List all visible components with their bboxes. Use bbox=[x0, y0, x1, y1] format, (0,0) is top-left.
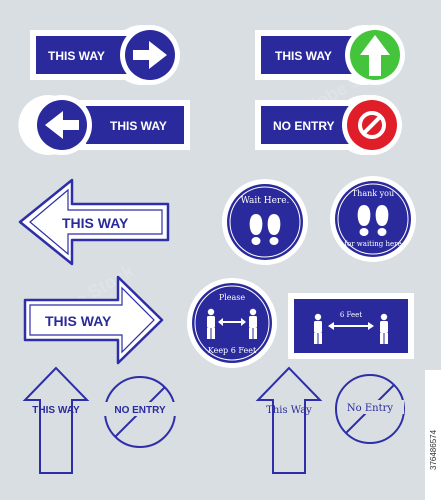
keep-6-feet-label: Keep 6 Feet bbox=[208, 346, 257, 355]
arrow-right-icon bbox=[133, 41, 167, 69]
wait-here-label: Wait Here. bbox=[241, 196, 290, 206]
please-label: Please bbox=[219, 293, 246, 302]
this-way-up-label: THIS WAY bbox=[275, 49, 332, 63]
big-arrow-left-label: THIS WAY bbox=[62, 215, 129, 231]
stock-footer: 376486574 bbox=[425, 370, 441, 500]
no-entry-icon bbox=[358, 111, 386, 139]
outline-no-entry-serif-sign: No Entry bbox=[335, 374, 405, 444]
this-way-right-sign: THIS WAY bbox=[30, 25, 180, 86]
big-arrow-right-sign: THIS WAY bbox=[23, 275, 164, 365]
thank-you-sign: Thank you for waiting here bbox=[330, 176, 416, 262]
big-arrow-right-label: THIS WAY bbox=[45, 313, 112, 329]
arrow-left-icon bbox=[45, 111, 79, 139]
this-way-left-sign: THIS WAY bbox=[18, 95, 190, 156]
outline-no-entry-bold-sign: NO ENTRY bbox=[104, 376, 176, 448]
six-feet-label: 6 Feet bbox=[340, 311, 362, 319]
outline-no-entry-serif-label: No Entry bbox=[347, 403, 393, 414]
thank-you-label-1: Thank you bbox=[352, 189, 394, 198]
wait-here-sign: Wait Here. bbox=[222, 179, 308, 265]
no-entry-tag-sign: NO ENTRY bbox=[255, 95, 402, 156]
this-way-up-sign: THIS WAY bbox=[255, 25, 405, 86]
people-distance-icon bbox=[314, 313, 388, 344]
no-entry-tag-label: NO ENTRY bbox=[273, 119, 335, 133]
outline-this-way-bold-label: THIS WAY bbox=[32, 405, 80, 416]
keep-6-feet-sign: Please Keep 6 Feet bbox=[187, 278, 277, 368]
outline-this-way-serif-label: This Way bbox=[266, 405, 312, 416]
thank-you-label-2: for waiting here bbox=[344, 240, 401, 248]
people-distance-icon bbox=[207, 308, 257, 339]
arrow-up-icon bbox=[360, 35, 390, 76]
image-id: 376486574 bbox=[429, 429, 438, 470]
this-way-left-label: THIS WAY bbox=[110, 119, 167, 133]
big-arrow-left-sign: THIS WAY bbox=[18, 178, 170, 266]
outline-no-entry-bold-label: NO ENTRY bbox=[114, 405, 166, 416]
this-way-right-label: THIS WAY bbox=[48, 49, 105, 63]
outline-this-way-bold-sign: THIS WAY bbox=[22, 366, 90, 474]
outline-this-way-serif-sign: This Way bbox=[255, 366, 323, 474]
six-feet-rect-sign: 6 Feet bbox=[288, 293, 414, 359]
